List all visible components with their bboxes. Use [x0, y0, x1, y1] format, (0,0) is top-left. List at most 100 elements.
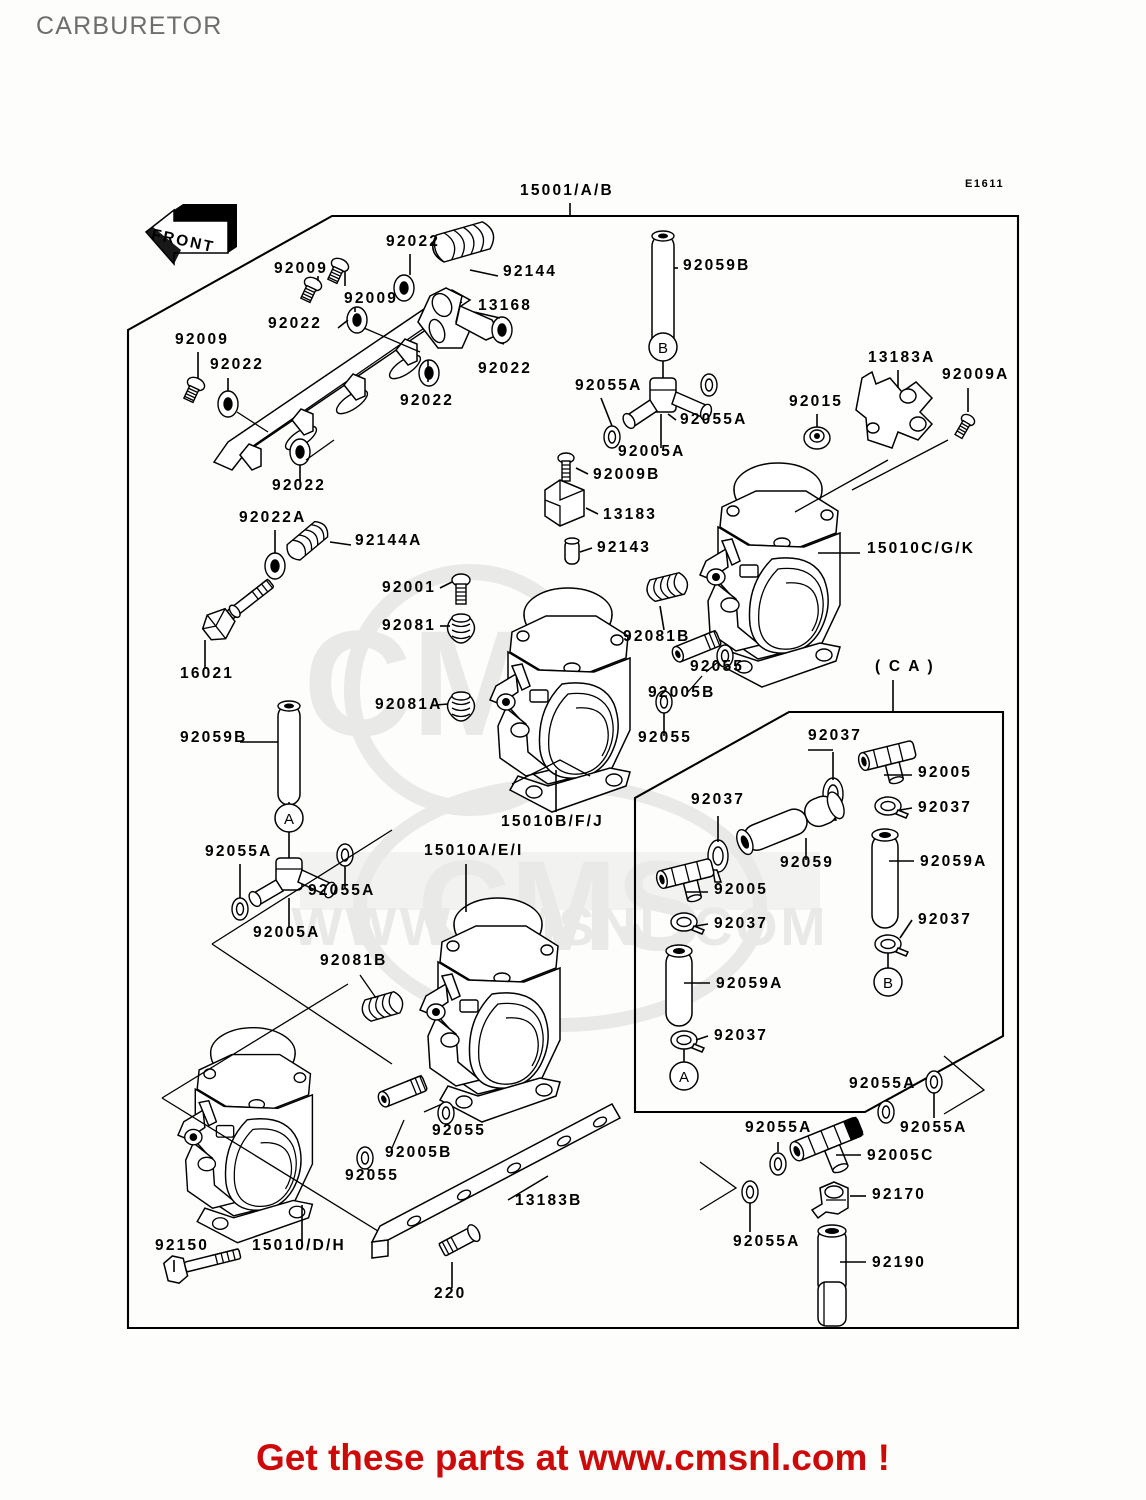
rail-13183B [370, 1102, 622, 1259]
part-number-label: 92009B [593, 466, 661, 483]
part-number-label: 92037 [714, 915, 768, 932]
fitting-92005C [789, 1116, 864, 1174]
ca-marker-a: A [669, 1061, 699, 1091]
clamp-92037-r1 [874, 796, 910, 819]
part-number-label: 92059 [780, 854, 834, 871]
ca-marker-a-text: A [679, 1069, 689, 1086]
part-number-label: 92059B [683, 257, 751, 274]
leader-ca-92037r2 [899, 919, 913, 939]
footer-cta: Get these parts at www.cmsnl.com ! [256, 1437, 890, 1478]
carburetor-body-top-right [699, 462, 841, 688]
part-number-label: 92009A [942, 366, 1010, 383]
part-number-label: 92001 [382, 579, 436, 596]
part-number-label: 92170 [872, 1186, 926, 1203]
part-number-label: 92005A [618, 443, 686, 460]
main-diagram-border [126, 214, 1020, 1330]
part-number-label: 92055 [345, 1167, 399, 1184]
adjuster-16021 [201, 578, 274, 641]
part-number-label: E1611 [965, 178, 1004, 190]
part-number-label: 15010/D/H [252, 1237, 346, 1254]
tube-92059B-lower [277, 700, 301, 806]
ca-inset-border [633, 710, 1005, 1114]
o-ring-92055-m1 [716, 644, 734, 668]
part-number-label: 92144 [503, 263, 557, 280]
ca-fitting-92005-left [655, 858, 715, 903]
part-number-label: 15010C/G/K [867, 540, 975, 557]
part-number-label: 92009 [274, 260, 328, 277]
part-number-label: 13168 [478, 297, 532, 314]
ca-marker-b: B [873, 967, 903, 997]
part-number-label: 92055 [432, 1122, 486, 1139]
part-number-label: 92037 [714, 1027, 768, 1044]
part-number-label: 92081B [623, 628, 691, 645]
part-number-label: 92015 [789, 393, 843, 410]
nipple-92005B-bottom [377, 1074, 428, 1108]
part-number-label: 92022A [239, 509, 307, 526]
o-ring-92055A-br2 [925, 1070, 943, 1094]
group-line-mid-carb [511, 759, 591, 785]
fitting-92005A-lower [248, 857, 337, 908]
part-number-label: 13183B [515, 1192, 583, 1209]
part-number-label: 92055A [849, 1075, 917, 1092]
part-92143 [564, 537, 580, 565]
bolt-92150 [162, 1248, 242, 1284]
page-title: CARBURETOR [36, 12, 223, 40]
part-number-label: 92022 [400, 392, 454, 409]
part-number-label: 13183 [603, 506, 657, 523]
part-number-label: 92055 [690, 658, 744, 675]
part-number-label: 92005C [867, 1147, 935, 1164]
leader-screw-to-carb [851, 439, 949, 491]
screw-group-92009 [182, 257, 350, 404]
o-ring-92055A-c [231, 897, 249, 921]
group-line-left-lower [161, 1097, 387, 1237]
spring-92081B-lower [361, 990, 404, 1022]
spring-92144A [286, 520, 329, 561]
leader-13183B [507, 1175, 549, 1201]
nut-92015 [803, 426, 831, 450]
ca-fitting-92005-right [857, 740, 917, 785]
ca-tube-92059A-left [665, 944, 693, 1027]
o-ring-92055A-br4 [741, 1180, 759, 1204]
carburetor-body-bottom-left [177, 1026, 314, 1244]
o-ring-92055A-br3 [769, 1152, 787, 1176]
leader-ca-92037bot [695, 1035, 709, 1041]
part-number-label: 92005 [918, 764, 972, 781]
carburetor-body-lower-mid [419, 897, 561, 1123]
part-number-label: 92081B [320, 952, 388, 969]
part-number-label: 92190 [872, 1254, 926, 1271]
o-ring-92055A-b [700, 373, 718, 397]
ca-clamp-92037-lm [707, 839, 729, 883]
leader-bracket-to-carb [794, 459, 889, 513]
bolt-220 [438, 1224, 481, 1257]
part-number-label: 92005B [385, 1144, 453, 1161]
group-line-left-upper [211, 829, 393, 1065]
leader-lines-misc [204, 267, 969, 1170]
part-number-label: 92055 [638, 729, 692, 746]
spring-92144 [432, 221, 495, 263]
part-number-label: 220 [434, 1285, 466, 1302]
part-number-label: 92055A [308, 882, 376, 899]
front-arrow-badge: FRONT [144, 204, 237, 266]
part-number-label: 92055A [733, 1233, 801, 1250]
part-number-label: 92055A [680, 411, 748, 428]
part-number-label: 15010A/E/I [424, 842, 524, 859]
part-number-label: 92059A [920, 853, 988, 870]
part-number-label: 92144A [355, 532, 423, 549]
part-number-label: 92022 [478, 360, 532, 377]
o-ring-92055-b1 [437, 1101, 455, 1125]
part-number-label: 92037 [808, 727, 862, 744]
part-number-label: 92022 [272, 477, 326, 494]
part-number-label: 92055A [745, 1119, 813, 1136]
part-number-label: 92055A [205, 843, 273, 860]
marker-b-text: B [658, 340, 668, 357]
part-number-label: 13183A [868, 349, 936, 366]
part-number-label: 92022 [386, 233, 440, 250]
part-number-label: 92022 [268, 315, 322, 332]
o-ring-92055-b2 [356, 1146, 374, 1170]
parts-diagram: CMS CMS WWW.CMSNL.COM FRONT [126, 178, 1020, 1330]
ca-clamp-92037-bot [670, 1030, 706, 1053]
leader-lines-upper-left [197, 254, 505, 482]
screw-92009B [557, 452, 575, 482]
carburetor-body-middle [489, 587, 631, 813]
tube-92059B-upper [651, 230, 675, 354]
